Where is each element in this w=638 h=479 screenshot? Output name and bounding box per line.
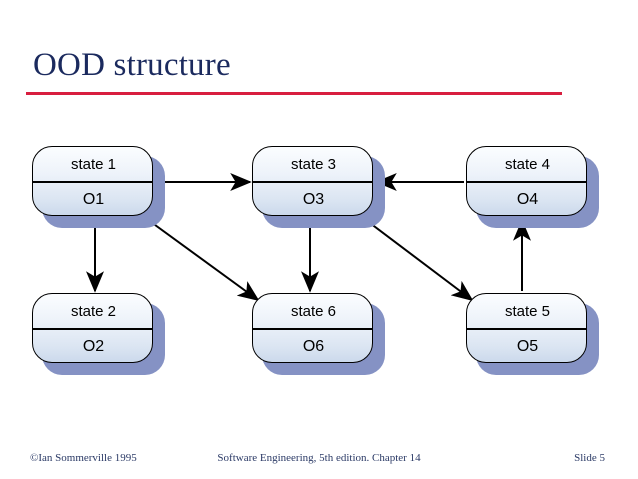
node-body: state 1 O1 <box>32 146 153 216</box>
node-object-label: O2 <box>82 338 105 355</box>
node-object-label: O6 <box>302 338 325 355</box>
node-body: state 5 O5 <box>466 293 587 363</box>
node-state5[interactable]: state 5 O5 <box>466 293 599 375</box>
node-state3[interactable]: state 3 O3 <box>252 146 385 228</box>
page-title: OOD structure <box>33 47 231 83</box>
node-object-label: O3 <box>302 191 325 208</box>
node-object-label: O4 <box>516 191 539 208</box>
slide-footer: ©Ian Sommerville 1995 Software Engineeri… <box>0 452 638 472</box>
footer-slide-number: Slide 5 <box>574 452 605 464</box>
footer-book-reference: Software Engineering, 5th edition. Chapt… <box>217 452 421 464</box>
node-object-label: O1 <box>82 191 105 208</box>
footer-copyright: ©Ian Sommerville 1995 <box>30 452 137 464</box>
node-state-label: state 2 <box>70 303 117 320</box>
node-divider <box>467 181 586 183</box>
node-state2[interactable]: state 2 O2 <box>32 293 165 375</box>
node-divider <box>253 328 372 330</box>
node-object-label: O5 <box>516 338 539 355</box>
node-state-label: state 3 <box>290 156 337 173</box>
node-body: state 3 O3 <box>252 146 373 216</box>
node-body: state 6 O6 <box>252 293 373 363</box>
node-state-label: state 6 <box>290 303 337 320</box>
node-state-label: state 4 <box>504 156 551 173</box>
node-state-label: state 5 <box>504 303 551 320</box>
node-body: state 2 O2 <box>32 293 153 363</box>
node-divider <box>33 328 152 330</box>
title-underline-rule <box>26 92 562 95</box>
node-body: state 4 O4 <box>466 146 587 216</box>
node-divider <box>253 181 372 183</box>
node-divider <box>33 181 152 183</box>
node-state1[interactable]: state 1 O1 <box>32 146 165 228</box>
node-state4[interactable]: state 4 O4 <box>466 146 599 228</box>
edge-state3-to-state5 <box>357 213 474 302</box>
node-state-label: state 1 <box>70 156 117 173</box>
edge-state1-to-state6 <box>139 213 260 302</box>
node-state6[interactable]: state 6 O6 <box>252 293 385 375</box>
node-divider <box>467 328 586 330</box>
